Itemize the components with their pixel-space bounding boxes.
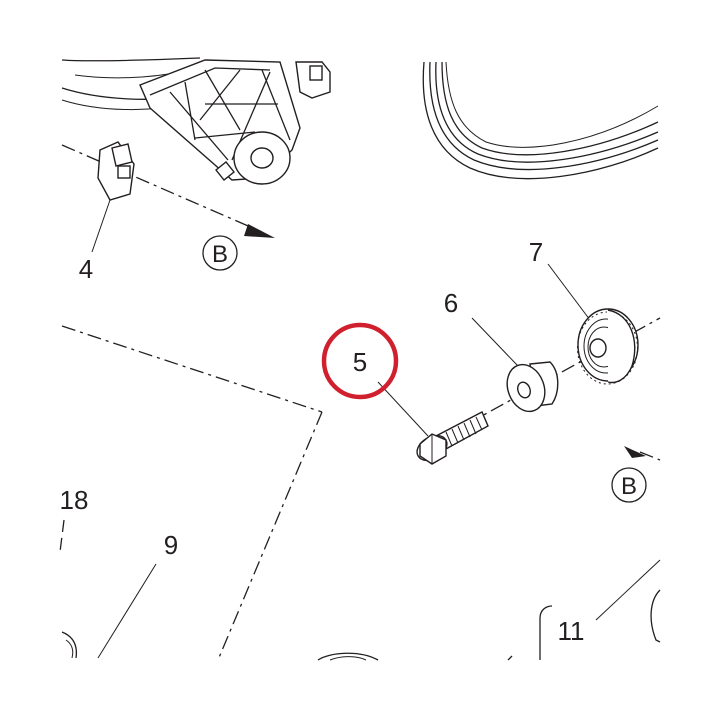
part-label-7: 7	[529, 237, 543, 267]
housing-assembly	[61, 57, 331, 185]
highlight-ring	[321, 322, 399, 400]
part-7-pulley	[547, 263, 639, 385]
part-6-spacer	[471, 317, 559, 413]
part-label-4: 4	[79, 254, 93, 284]
drive-belt	[422, 61, 659, 180]
part-label-5: 5	[353, 347, 367, 377]
callout-b-left-text: B	[212, 241, 228, 268]
part-9-assembly	[61, 563, 157, 659]
part-11-assembly	[507, 559, 661, 661]
callout-b-right-text: B	[621, 473, 637, 500]
view-arrow-b-right	[624, 446, 646, 458]
bottom-center-part	[317, 652, 379, 661]
part-label-6: 6	[444, 288, 458, 318]
part-label-18: 18	[60, 485, 89, 515]
callout-b-left: B	[202, 235, 238, 271]
boundary-lines	[59, 325, 323, 661]
part-4-clip-nut	[61, 141, 275, 253]
view-arrow-b-left	[244, 224, 275, 238]
part-label-9: 9	[164, 530, 178, 560]
part-label-11: 11	[558, 616, 585, 646]
callout-b-right: B	[611, 446, 661, 503]
